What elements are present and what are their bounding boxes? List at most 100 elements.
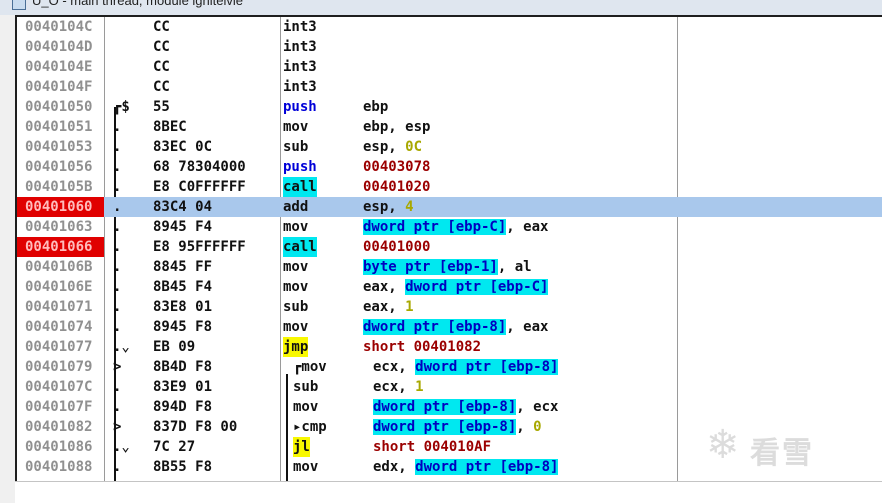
window-app-icon xyxy=(12,0,26,10)
hex-bytes: CC xyxy=(153,79,170,95)
mnemonic: mov xyxy=(283,319,309,335)
flow-marker: . xyxy=(113,219,122,235)
hex-bytes: 8945 F8 xyxy=(153,319,213,335)
hex-bytes: 8B45 F4 xyxy=(153,279,213,295)
operand-part: 0 xyxy=(533,419,542,435)
operand-part: ecx, xyxy=(373,359,416,375)
operands: eax, 1 xyxy=(363,297,414,317)
control-flow-brackets xyxy=(114,107,288,481)
flow-marker: .⌄ xyxy=(113,339,130,355)
flow-marker: . xyxy=(113,239,122,255)
operands: 00403078 xyxy=(363,157,430,177)
hex-bytes: 837D F8 00 xyxy=(153,419,238,435)
operands: short 00401082 xyxy=(363,337,481,357)
mnemonic: int3 xyxy=(283,59,317,75)
mnemonic: sub xyxy=(293,379,319,395)
flow-marker: . xyxy=(113,279,122,295)
mnemonic: mov xyxy=(283,279,309,295)
flow-marker xyxy=(113,57,135,77)
watermark: ❄ 看雪 xyxy=(706,420,866,480)
info-pane[interactable] xyxy=(15,481,882,503)
flow-marker: . xyxy=(113,179,122,195)
mnemonic: push xyxy=(283,159,317,175)
operand-part: ecx, xyxy=(373,379,416,395)
column-divider xyxy=(104,17,105,481)
snowflake-icon: ❄ xyxy=(706,422,740,468)
address: 0040104D xyxy=(25,39,93,55)
hex-bytes: CC xyxy=(153,19,170,35)
flow-marker xyxy=(113,17,135,37)
operands: ebp xyxy=(363,97,388,117)
mnemonic: mov xyxy=(283,259,309,275)
operand-part: 1 xyxy=(405,299,414,315)
operands: esp, 0C xyxy=(363,137,422,157)
mnemonic: add xyxy=(283,199,309,215)
mnemonic: mov xyxy=(293,459,319,475)
operand-part: 1 xyxy=(415,379,424,395)
address: 0040106B xyxy=(25,259,93,275)
column-divider xyxy=(280,17,281,481)
flow-marker: > xyxy=(113,419,122,435)
memory-operand: dword ptr [ebp-8] xyxy=(373,399,517,415)
address-breakpoint: 00401060 xyxy=(17,197,104,217)
operands: short 004010AF xyxy=(373,437,491,457)
hex-bytes: CC xyxy=(153,39,170,55)
operand-part: ebp xyxy=(363,99,389,115)
hex-bytes: 8B55 F8 xyxy=(153,459,213,475)
operand-part: short 004010AF xyxy=(373,439,492,455)
mnemonic: sub xyxy=(283,139,309,155)
mnemonic: ┏mov xyxy=(293,359,327,375)
window-title-bar[interactable]: U_O - main thread, module ignitelvie xyxy=(0,0,882,15)
address: 0040107F xyxy=(25,399,93,415)
column-divider xyxy=(677,17,678,481)
flow-marker: . xyxy=(113,399,122,415)
mnemonic: call xyxy=(283,177,317,197)
memory-operand: dword ptr [ebp-C] xyxy=(363,219,507,235)
hex-bytes: 83E8 01 xyxy=(153,299,213,315)
operand-part: esp, xyxy=(363,199,406,215)
hex-bytes: 8B4D F8 xyxy=(153,359,213,375)
watermark-text: 看雪 xyxy=(750,436,814,471)
operand-part: ebp, esp xyxy=(363,119,431,135)
address: 0040104C xyxy=(25,19,93,35)
address: 0040104E xyxy=(25,59,93,75)
memory-operand: dword ptr [ebp-8] xyxy=(415,359,559,375)
operand-part: , xyxy=(516,419,534,435)
operand-part: 00403078 xyxy=(363,159,431,175)
address: 0040105B xyxy=(25,179,93,195)
operands: 00401000 xyxy=(363,237,430,257)
address: 00401071 xyxy=(25,299,93,315)
operand-part: , ecx xyxy=(516,399,559,415)
disasm-row[interactable]: 0040104C CC int3 xyxy=(17,17,882,37)
hex-bytes: 7C 27 xyxy=(153,439,196,455)
operand-part: 0C xyxy=(405,139,423,155)
mnemonic: push xyxy=(283,99,317,115)
memory-operand: byte ptr [ebp-1] xyxy=(363,259,498,275)
flow-marker xyxy=(113,77,135,97)
address: 00401079 xyxy=(25,359,93,375)
mnemonic: int3 xyxy=(283,19,317,35)
